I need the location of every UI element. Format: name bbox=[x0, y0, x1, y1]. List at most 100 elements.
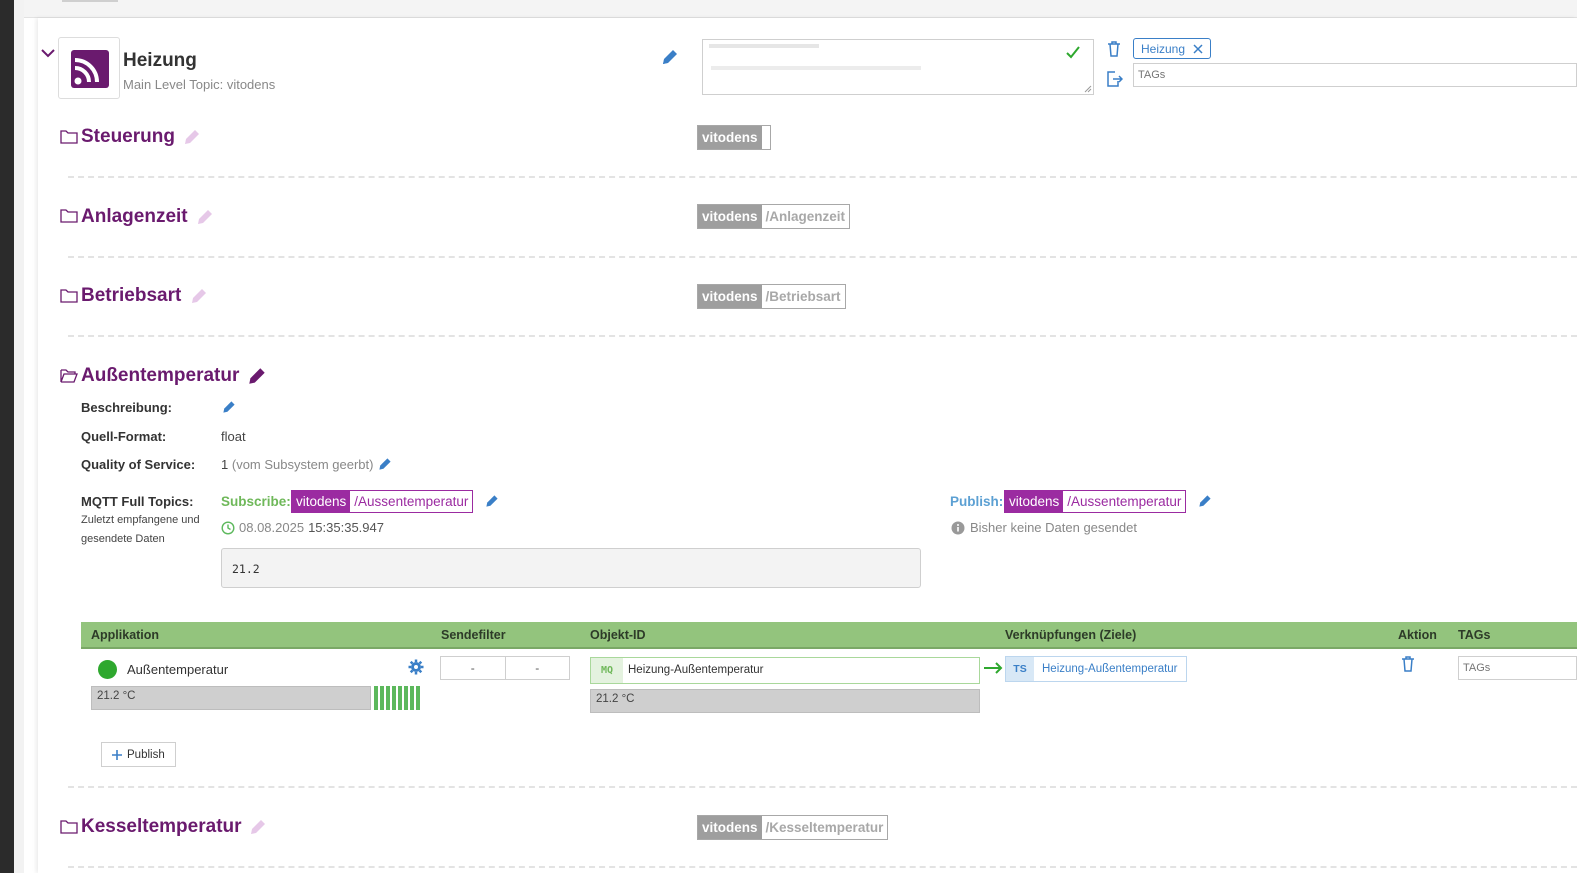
edit-publish-icon[interactable] bbox=[1197, 493, 1213, 512]
gear-icon[interactable] bbox=[408, 659, 424, 678]
divider bbox=[68, 176, 1577, 178]
table-header bbox=[81, 622, 1577, 649]
payload-value: 21.2 bbox=[232, 562, 260, 576]
th-verknuepfungen: Verknüpfungen (Ziele) bbox=[1005, 628, 1137, 642]
filter-a[interactable]: - bbox=[441, 657, 506, 679]
qos-label: Quality of Service: bbox=[81, 457, 196, 472]
divider bbox=[68, 786, 1577, 788]
subscribe-topic-sub: /Aussentemperatur bbox=[350, 491, 473, 512]
divider bbox=[68, 866, 1577, 868]
mqtt-label: MQTT Full Topics: bbox=[81, 494, 194, 509]
topic-sub: /Anlagenzeit bbox=[761, 205, 850, 228]
last-received-time: 15:35:35.947 bbox=[308, 520, 384, 535]
edit-subscribe-icon[interactable] bbox=[484, 493, 500, 512]
add-publish-label: Publish bbox=[127, 748, 165, 761]
collapse-chevron-icon[interactable] bbox=[40, 45, 56, 64]
app-name: Außentemperatur bbox=[127, 662, 229, 677]
object-id-field[interactable]: MQ Heizung-Außentemperatur bbox=[590, 657, 980, 684]
topic-base: vitodens bbox=[698, 126, 762, 149]
signal-bars bbox=[374, 686, 420, 710]
description-textarea[interactable] bbox=[702, 39, 1094, 95]
topic-base: vitodens bbox=[698, 816, 762, 839]
quell-format-value: float bbox=[221, 429, 246, 444]
subscribe-topic: vitodens /Aussentemperatur bbox=[291, 490, 474, 513]
section-title-betriebsart[interactable]: Betriebsart bbox=[81, 285, 182, 306]
status-indicator bbox=[98, 660, 117, 679]
top-tab-stub bbox=[62, 0, 118, 2]
folder-icon bbox=[60, 129, 78, 145]
delete-row-icon[interactable] bbox=[1400, 655, 1416, 676]
topic-badge: vitodens /Kesseltemperatur bbox=[697, 815, 889, 840]
edit-description-icon[interactable] bbox=[221, 399, 237, 418]
subscribe-topic-base: vitodens bbox=[292, 491, 351, 512]
quell-format-label: Quell-Format: bbox=[81, 429, 167, 444]
publish-topic: vitodens /Aussentemperatur bbox=[1004, 490, 1187, 513]
section-title-aussentemperatur[interactable]: Außentemperatur bbox=[81, 365, 240, 386]
sendefilter-field[interactable]: - - bbox=[440, 656, 570, 680]
app-logo bbox=[58, 37, 120, 99]
topic-badge: vitodens bbox=[697, 125, 771, 150]
tags-input[interactable] bbox=[1133, 63, 1577, 87]
topic-sub: /Kesseltemperatur bbox=[761, 816, 888, 839]
target-name: Heizung-Außentemperatur bbox=[1034, 657, 1186, 681]
info-icon bbox=[951, 521, 965, 534]
beschreibung-label: Beschreibung: bbox=[81, 400, 173, 415]
arrow-right-icon bbox=[983, 661, 1003, 678]
no-data-sent: Bisher keine Daten gesendet bbox=[951, 520, 1137, 535]
publish-label: Publish: bbox=[950, 494, 1004, 509]
th-sendefilter: Sendefilter bbox=[441, 628, 506, 642]
rss-logo-icon bbox=[71, 50, 109, 88]
redacted-text-2 bbox=[711, 66, 921, 70]
edit-qos-icon[interactable] bbox=[377, 456, 393, 475]
topic-sub: /Betriebsart bbox=[761, 285, 845, 308]
main-card bbox=[38, 18, 1577, 873]
check-icon bbox=[1066, 46, 1080, 59]
edit-pencil-icon[interactable] bbox=[246, 365, 268, 390]
qos-note: (vom Subsystem geerbt) bbox=[231, 457, 374, 472]
folder-icon bbox=[60, 208, 78, 224]
edit-pencil-icon[interactable] bbox=[189, 286, 209, 309]
remove-tag-icon[interactable] bbox=[1193, 43, 1203, 54]
edit-title-icon[interactable] bbox=[660, 47, 680, 70]
topic-badge: vitodens /Betriebsart bbox=[697, 284, 846, 309]
section-title-anlagenzeit[interactable]: Anlagenzeit bbox=[81, 206, 188, 227]
top-bar bbox=[24, 0, 1577, 18]
folder-icon bbox=[60, 288, 78, 304]
export-icon[interactable] bbox=[1105, 70, 1124, 91]
folder-open-icon bbox=[60, 368, 78, 384]
object-value-field: 21.2 °C bbox=[590, 689, 980, 713]
th-objekt-id: Objekt-ID bbox=[590, 628, 646, 642]
row-tags-input[interactable] bbox=[1458, 656, 1577, 680]
resize-handle-icon[interactable] bbox=[1084, 85, 1092, 93]
app-value: 21.2 °C bbox=[97, 690, 136, 702]
divider bbox=[68, 256, 1577, 258]
add-publish-button[interactable]: Publish bbox=[101, 742, 176, 767]
delete-icon[interactable] bbox=[1106, 40, 1122, 61]
tag-chip[interactable]: Heizung bbox=[1133, 38, 1212, 59]
edit-pencil-icon[interactable] bbox=[195, 207, 215, 230]
publish-topic-base: vitodens bbox=[1005, 491, 1064, 512]
clock-icon bbox=[221, 520, 235, 535]
target-link[interactable]: TS Heizung-Außentemperatur bbox=[1005, 656, 1187, 682]
tag-label: Heizung bbox=[1141, 41, 1186, 56]
edit-pencil-icon[interactable] bbox=[182, 127, 202, 150]
page-subtitle: Main Level Topic: vitodens bbox=[123, 77, 276, 92]
folder-icon bbox=[60, 819, 78, 835]
object-prefix: MQ bbox=[591, 658, 623, 683]
target-prefix: TS bbox=[1006, 657, 1034, 681]
topic-badge: vitodens /Anlagenzeit bbox=[697, 204, 851, 229]
edit-pencil-icon[interactable] bbox=[248, 817, 268, 840]
divider bbox=[68, 335, 1577, 337]
mqtt-note-1: Zuletzt empfangene und bbox=[81, 514, 200, 526]
filter-b[interactable]: - bbox=[535, 661, 540, 675]
topic-base: vitodens bbox=[698, 205, 762, 228]
app-value-field: 21.2 °C bbox=[91, 686, 371, 710]
left-window-edge bbox=[0, 0, 14, 873]
page-title: Heizung bbox=[123, 50, 197, 71]
section-title-kesseltemperatur[interactable]: Kesseltemperatur bbox=[81, 816, 242, 837]
object-value: 21.2 °C bbox=[596, 693, 635, 705]
qos-number: 1 bbox=[221, 457, 229, 472]
no-data-sent-text: Bisher keine Daten gesendet bbox=[970, 520, 1137, 535]
section-title-steuerung[interactable]: Steuerung bbox=[81, 126, 175, 147]
object-id: Heizung-Außentemperatur bbox=[628, 664, 764, 676]
